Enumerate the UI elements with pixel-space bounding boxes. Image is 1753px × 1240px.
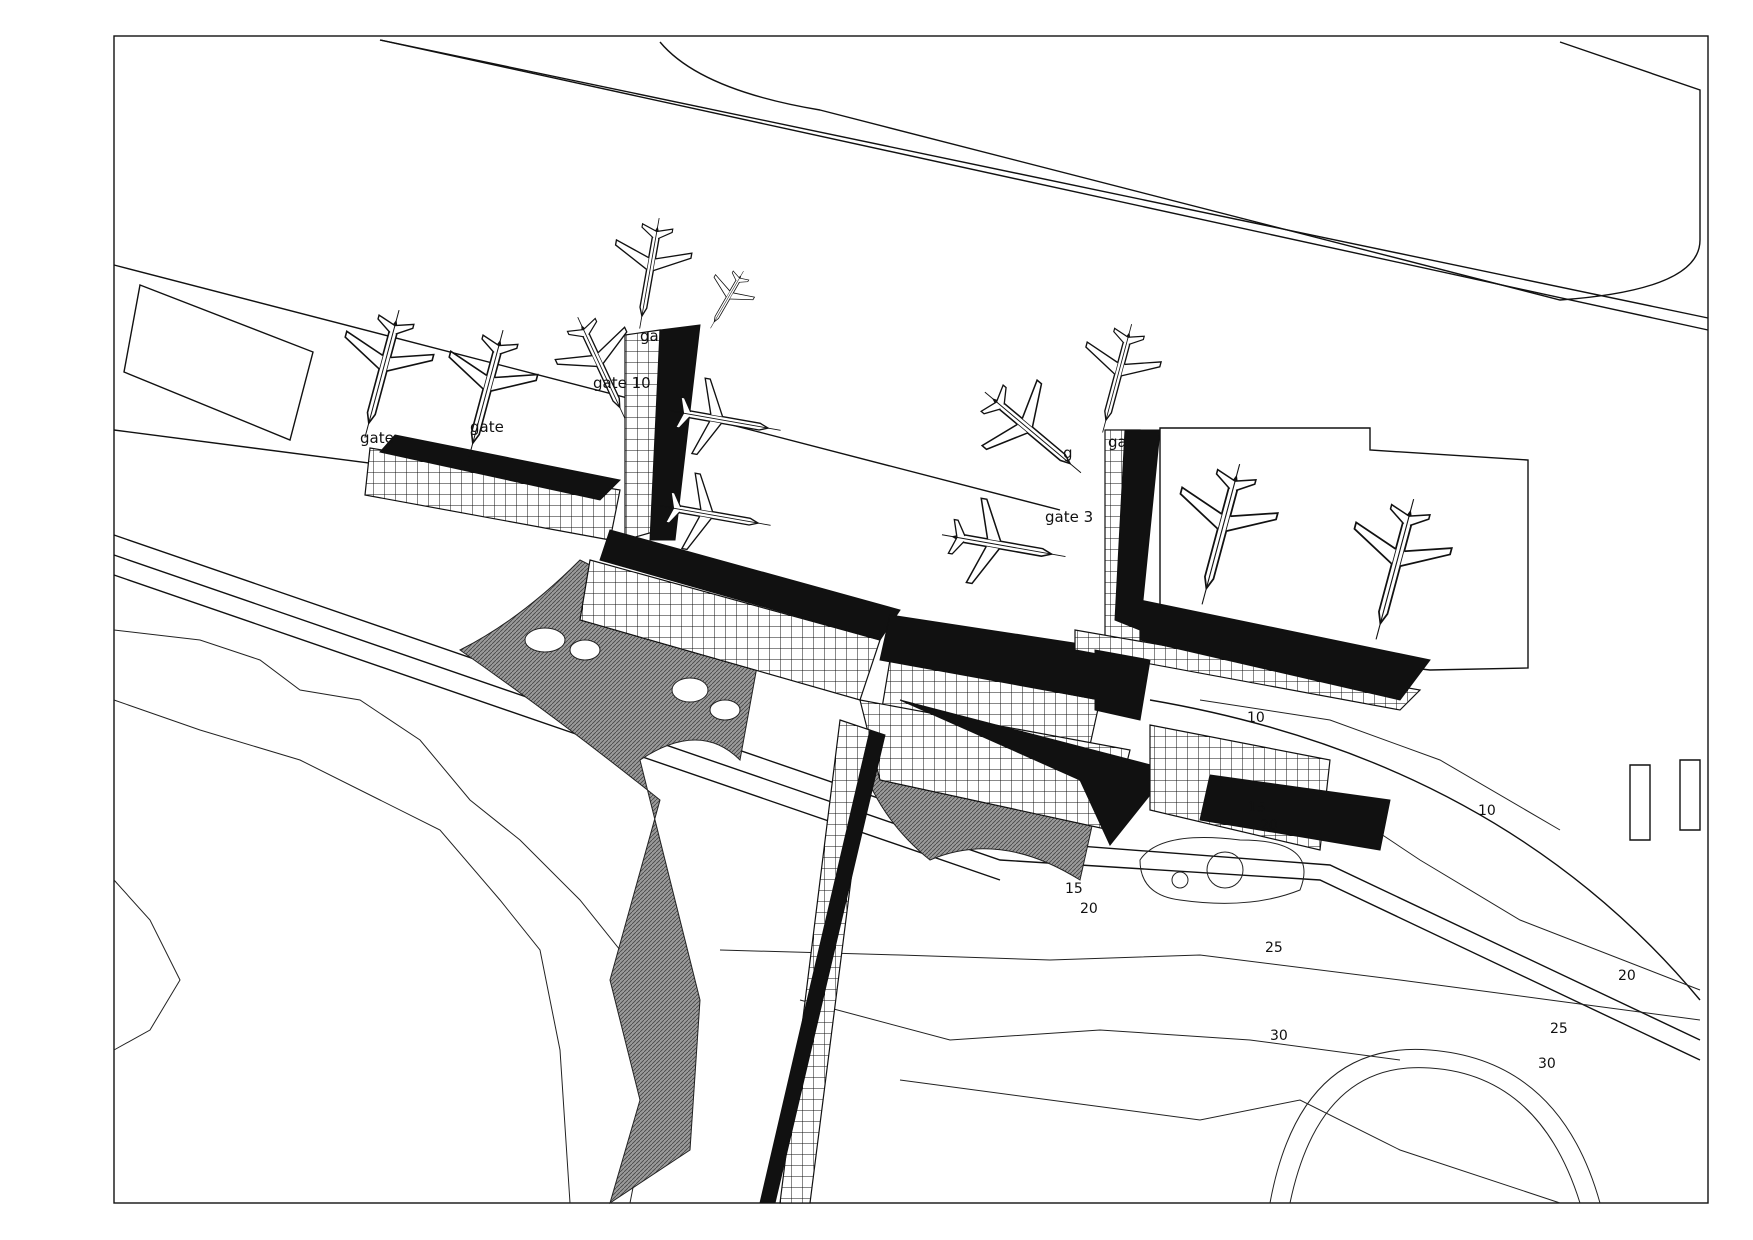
contour-label: 20 (1080, 901, 1098, 917)
gate-labels: gate gate gate 10 ga ga g gate 3 (360, 327, 1127, 526)
terminal-piers (364, 324, 1431, 1204)
contour-label: 20 (1260, 818, 1278, 834)
airplane-icon (956, 358, 1110, 507)
gate-label: gate 3 (1045, 508, 1093, 526)
contour-label: 25 (1265, 940, 1283, 956)
contour-label: 25 (1550, 1021, 1568, 1037)
contour-label: 20 (1618, 968, 1636, 984)
gate-label: ga (1108, 433, 1127, 451)
contour-labels: 10 10 15 20 15 20 25 20 25 30 30 (1065, 710, 1636, 1072)
gate-label: g (1063, 444, 1073, 462)
airplane-icon (1064, 313, 1170, 444)
gate-label: gate (470, 418, 504, 436)
gate-label: ga (640, 327, 659, 345)
contour-label: 30 (1538, 1056, 1556, 1072)
airplane-icon (690, 259, 764, 340)
contour-label: 10 (1478, 803, 1496, 819)
gate-label: gate 10 (593, 374, 651, 392)
contour-label: 30 (1270, 1028, 1288, 1044)
canopy-west (459, 559, 761, 1205)
contour-label: 10 (1247, 710, 1265, 726)
airplane-icon (1327, 485, 1463, 654)
airplane-icon (601, 210, 698, 336)
contour-label: 15 (1248, 800, 1266, 816)
airplane-icon (320, 297, 444, 451)
apron-left (123, 284, 314, 441)
airplane-icon (1153, 450, 1289, 619)
contour-label: 15 (1065, 881, 1083, 897)
gate-label: gate (360, 429, 394, 447)
runway-lines (113, 39, 1709, 1061)
drawing-frame (113, 35, 1709, 1204)
